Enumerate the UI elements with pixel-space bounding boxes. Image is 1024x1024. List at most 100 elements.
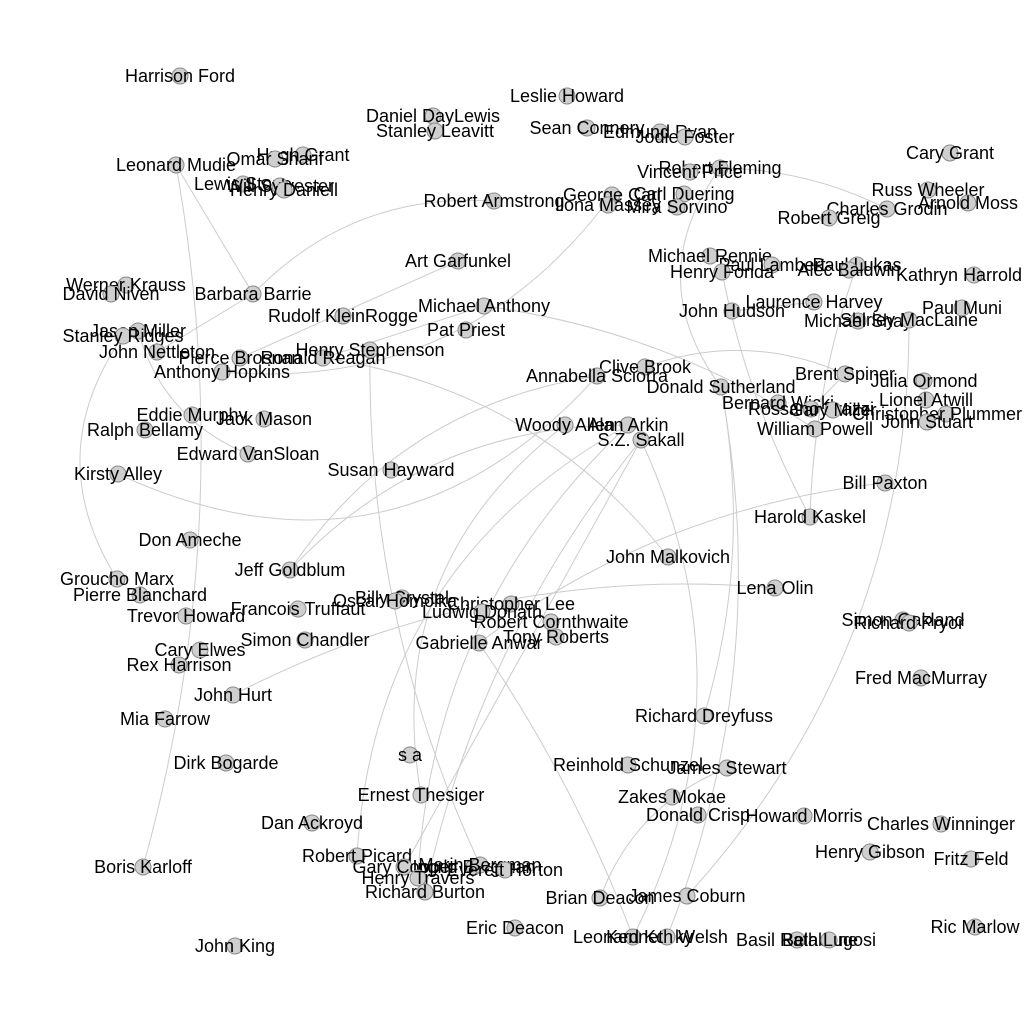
- node-dan-ackroyd: Dan Ackroyd: [261, 813, 363, 833]
- node-label: Lionel Atwill: [879, 390, 973, 410]
- node-marker: [416, 883, 434, 901]
- node-kirsty-alley: Kirsty Alley: [74, 464, 162, 484]
- node-mira-sorvino: Mira Sorvino: [626, 197, 727, 217]
- node-label: Jodie Foster: [635, 127, 734, 147]
- edge-annabella-sciorra-kirsty-alley: [117, 375, 598, 521]
- node-label: Oscar Homolka: [333, 591, 458, 611]
- node-label: Everett Horton: [447, 860, 563, 880]
- node-label: Lewis Stone: [194, 174, 292, 194]
- node-rossano-brazzi: Rossano Brazzi: [748, 399, 874, 419]
- node-jodie-foster: Jodie Foster: [635, 127, 734, 147]
- node-marker: [713, 263, 731, 281]
- node-daniel-daylewis: Daniel DayLewis: [366, 106, 500, 126]
- node-fritz-feld: Fritz Feld: [933, 849, 1008, 869]
- node-marker: [136, 421, 154, 439]
- node-marker: [244, 285, 262, 303]
- node-gary-miller: Gary Miller: [789, 400, 876, 420]
- node-john-hudson: John Hudson: [679, 301, 785, 321]
- node-kenneth-welsh: Kenneth Welsh: [606, 927, 728, 947]
- node-marker: [802, 400, 820, 418]
- node-label: Simon Chandler: [240, 630, 369, 650]
- node-label: Gary Miller: [789, 400, 876, 420]
- node-marker: [795, 807, 813, 825]
- node-marker: [177, 607, 195, 625]
- node-label: Annabella Sciorra: [526, 366, 669, 386]
- node-label: Donald Sutherland: [646, 377, 795, 397]
- node-label: Edward VanSloan: [177, 444, 320, 464]
- node-paul-lambert: Paul Lambert: [718, 255, 825, 275]
- node-label: Reinhold Schunzel: [553, 755, 703, 775]
- node-arnold-moss: Arnold Moss: [918, 193, 1018, 213]
- node-stanley-leavitt: Stanley Leavitt: [376, 121, 494, 141]
- node-marker: [234, 175, 252, 193]
- node-marker: [183, 406, 201, 424]
- node-marker: [502, 595, 520, 613]
- node-label: Don Ameche: [138, 530, 241, 550]
- node-marker: [239, 445, 257, 463]
- node-marker: [801, 508, 819, 526]
- node-annabella-sciorra: Annabella Sciorra: [526, 366, 669, 386]
- edge-annabella-sciorra-jeff-goldblum: [289, 375, 598, 571]
- node-label: Leonard Mudie: [116, 155, 236, 175]
- node-donald-sutherland: Donald Sutherland: [646, 377, 795, 397]
- node-robert-cornthwaite: Robert Cornthwaite: [473, 612, 628, 632]
- node-marker: [109, 465, 127, 483]
- node-label: Ralph Bellamy: [87, 420, 203, 440]
- node-label: Arnold Moss: [918, 193, 1018, 213]
- edge-henry-stephenson-marin-bergman: [369, 349, 481, 866]
- node-henry-gibson: Henry Gibson: [815, 842, 925, 862]
- node-marker: [294, 146, 312, 164]
- edge-barbara-barrie-john-nettleton: [156, 293, 254, 353]
- node-label: Groucho Marx: [60, 569, 174, 589]
- node-label: Henry Gibson: [815, 842, 925, 862]
- node-label: Donald Crisp: [646, 805, 750, 825]
- node-marker: [171, 67, 189, 85]
- node-mia-farrow: Mia Farrow: [120, 709, 211, 729]
- node-label: John King: [195, 936, 275, 956]
- node-label: Omar Sharif: [226, 149, 324, 169]
- node-ernest-thesiger: Ernest Thesiger: [358, 785, 485, 805]
- node-marker: [966, 918, 984, 936]
- node-henry-daniell: Henry Daniell: [230, 180, 338, 200]
- node-marker: [632, 431, 650, 449]
- node-harrison-ford: Harrison Ford: [125, 66, 235, 86]
- node-barbara-barrie: Barbara Barrie: [194, 284, 311, 304]
- node-kathryn-harrold: Kathryn Harrold: [896, 265, 1022, 285]
- node-label: Anthony Hopkins: [154, 362, 290, 382]
- node-marker: [619, 756, 637, 774]
- node-marker: [191, 641, 209, 659]
- node-label: Harold Kaskel: [754, 507, 866, 527]
- node-label: Mira Sorvino: [626, 197, 727, 217]
- node-henry-travers: Henry Travers: [361, 868, 474, 888]
- node-fred-macmurray: Fred MacMurray: [855, 668, 987, 688]
- node-anthony-hopkins: Anthony Hopkins: [154, 362, 290, 382]
- node-label: Jeff Goldblum: [235, 560, 346, 580]
- node-marker: [148, 343, 166, 361]
- node-marker: [659, 548, 677, 566]
- node-marker: [588, 367, 606, 385]
- node-label: Alan Arkin: [587, 415, 668, 435]
- node-trevor-howard: Trevor Howard: [127, 606, 245, 626]
- node-label: Kathryn Harrold: [896, 265, 1022, 285]
- node-label: Henry Daniell: [230, 180, 338, 200]
- node-marker: [941, 144, 959, 162]
- node-label: Paul Lukas: [812, 255, 901, 275]
- edge-jason-miller-edward-vansloan: [137, 330, 249, 455]
- node-label: Mia Farrow: [120, 709, 211, 729]
- edge-robert-fleming-donald-sutherland: [680, 167, 722, 388]
- node-marker: [766, 579, 784, 597]
- edge-paul-lukas-harold-kaskel: [809, 264, 858, 518]
- node-label: Fred MacMurray: [855, 668, 987, 688]
- node-label: S.Z. Sakall: [597, 430, 684, 450]
- node-label: Richard Pryor: [854, 613, 964, 633]
- node-marker: [962, 850, 980, 868]
- node-label: Rossano Brazzi: [748, 399, 874, 419]
- node-ludwig-donath: Ludwig Donath: [422, 602, 542, 622]
- node-label: Pierce Brosnan: [178, 348, 301, 368]
- node-charles-grodin: Charles Grodin: [826, 199, 947, 219]
- node-label: Art Garfunkel: [405, 251, 511, 271]
- node-label: Julia Ormond: [870, 371, 977, 391]
- node-zakes-mokae: Zakes Mokae: [618, 787, 726, 807]
- node-clive-brook: Clive Brook: [599, 357, 692, 377]
